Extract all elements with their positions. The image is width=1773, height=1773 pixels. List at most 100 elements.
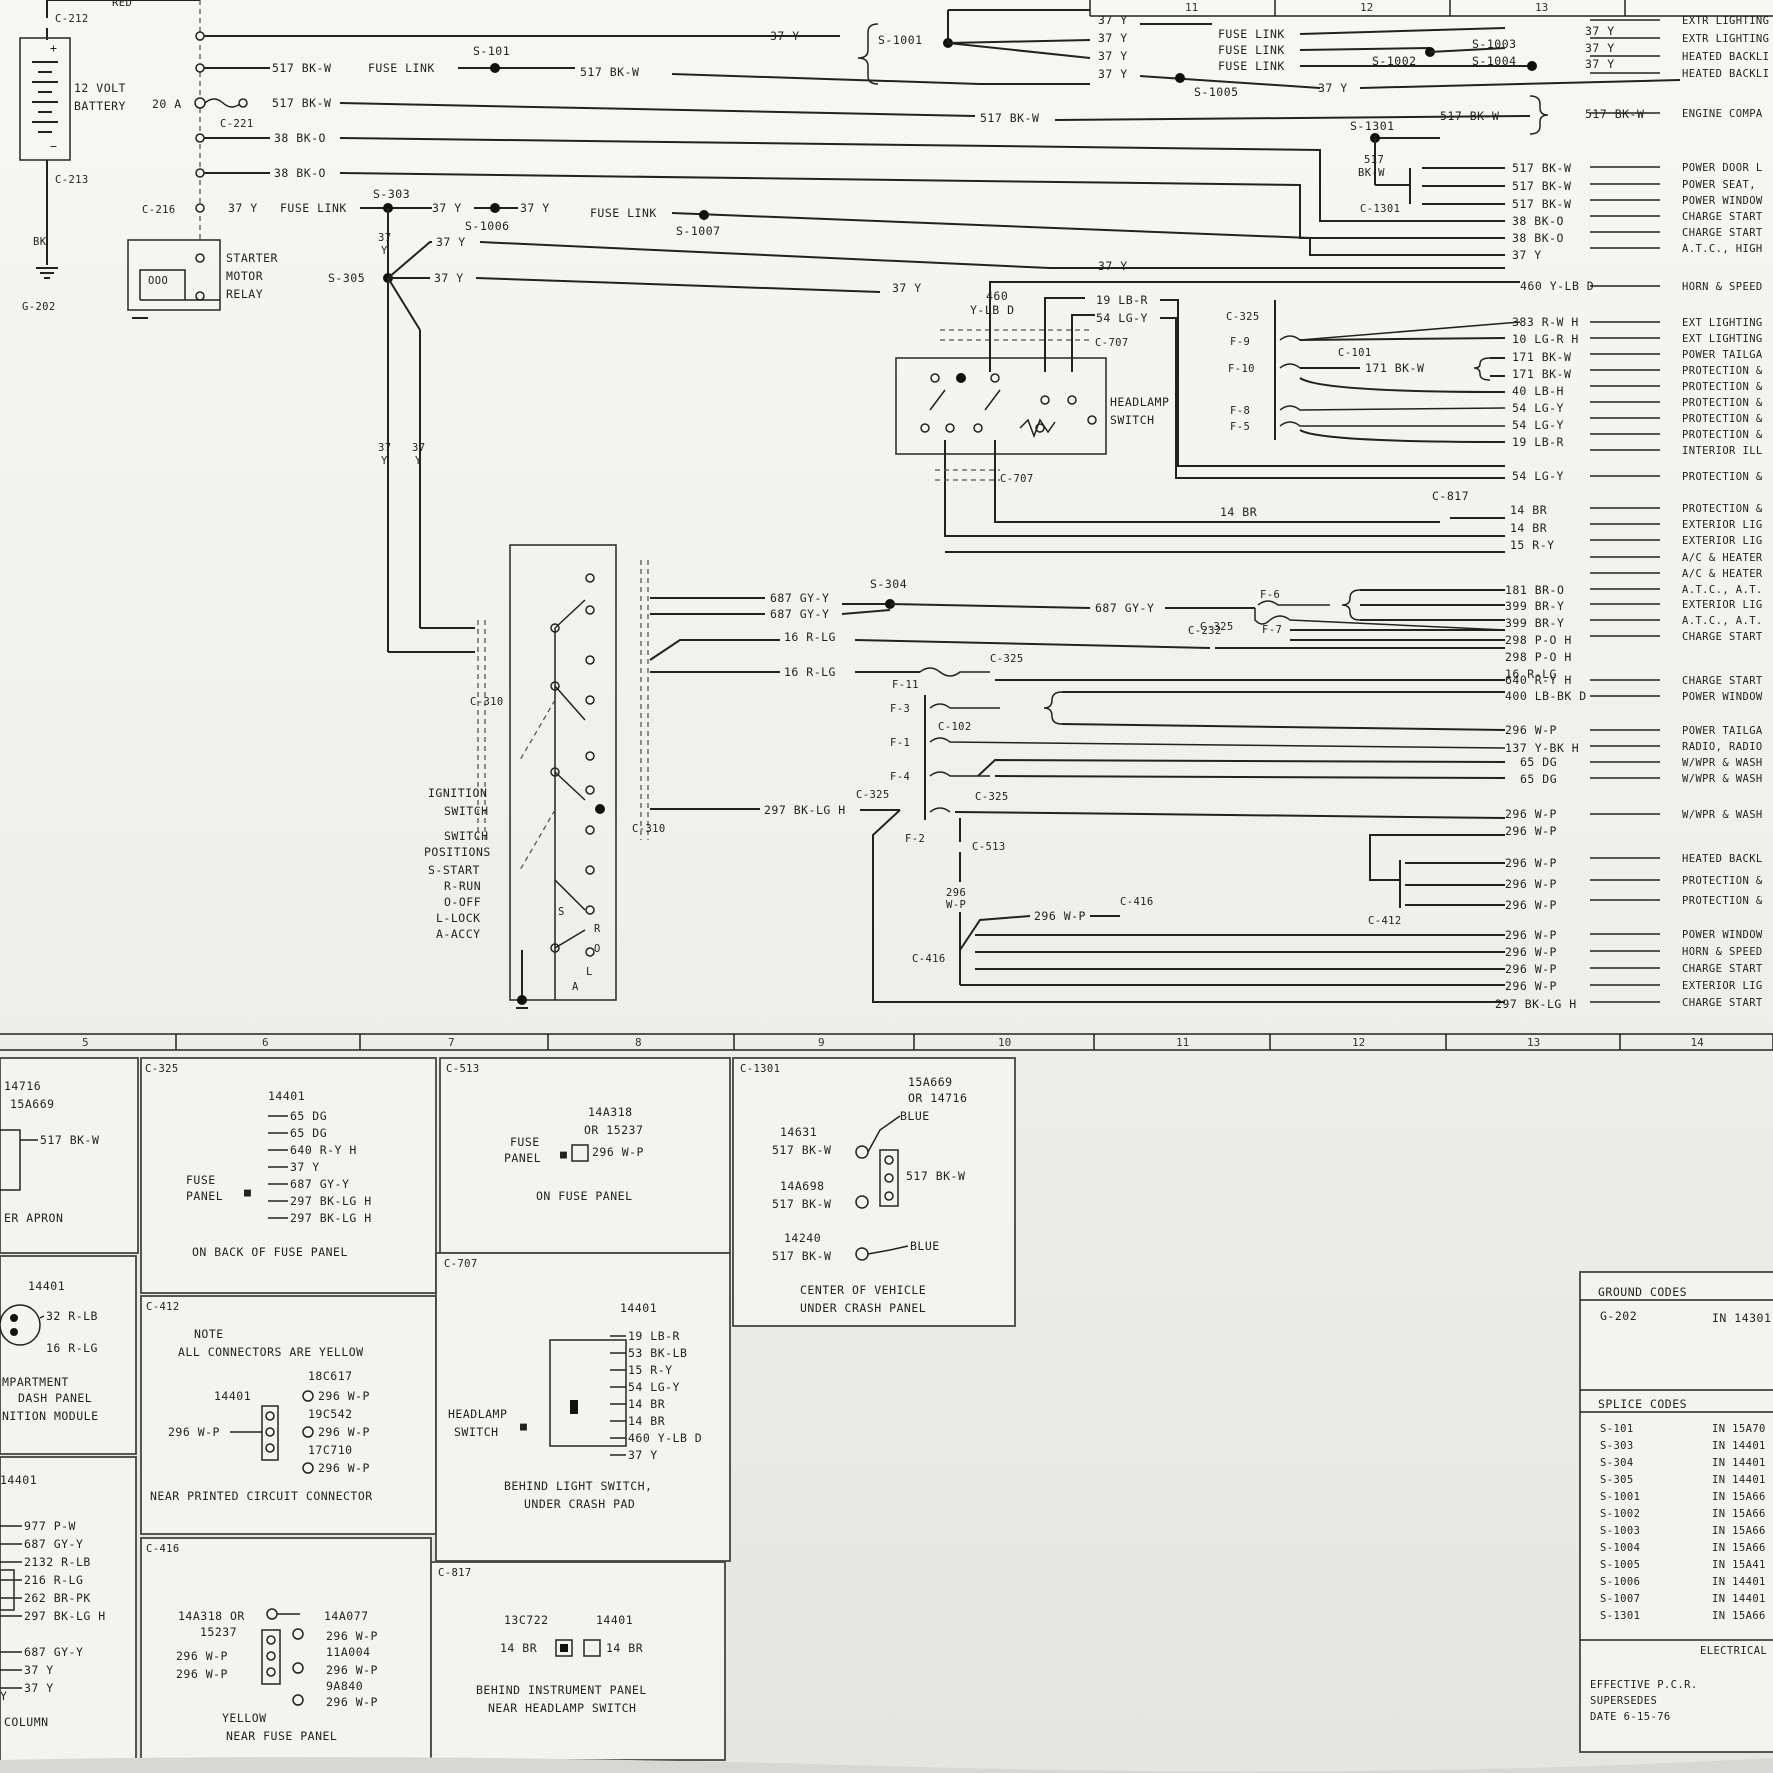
- main-feed-wires: 37 Y S-101 517 BK-W FUSE LINK 517 BK-W 2…: [142, 29, 1531, 653]
- svg-text:F-7: F-7: [1262, 624, 1282, 636]
- destination-label: HEATED BACKLI: [1682, 68, 1769, 80]
- c707-pin-wire: 14 BR: [628, 1397, 665, 1411]
- svg-text:54 LG-Y: 54 LG-Y: [1096, 311, 1148, 325]
- svg-text:296 W-P: 296 W-P: [1034, 909, 1086, 923]
- svg-text:37 Y: 37 Y: [1098, 67, 1128, 81]
- panel-col5: 14716 15A669 517 BK-W ER APRON 14401 32 …: [0, 1057, 139, 1762]
- svg-text:16 R-LG: 16 R-LG: [46, 1341, 98, 1355]
- svg-text:37 Y: 37 Y: [1585, 41, 1615, 55]
- destination-label: POWER SEAT,: [1682, 179, 1756, 191]
- svg-text:37 Y: 37 Y: [436, 235, 466, 249]
- svg-text:38 BK-O: 38 BK-O: [274, 131, 326, 145]
- wire-red-label: RED: [112, 0, 132, 9]
- splice-location: IN 15A66: [1712, 1491, 1766, 1503]
- svg-text:38 BK-O: 38 BK-O: [1512, 214, 1564, 228]
- battery-symbol: [19, 37, 71, 161]
- svg-text:383 R-W H: 383 R-W H: [1512, 315, 1579, 329]
- svg-text:S-START: S-START: [428, 863, 480, 877]
- svg-text:RELAY: RELAY: [226, 287, 263, 301]
- svg-text:14A318 OR: 14A318 OR: [178, 1609, 245, 1623]
- svg-text:S-1006: S-1006: [465, 219, 510, 233]
- c707-pin-wire: 15 R-Y: [628, 1363, 673, 1377]
- svg-text:C-513: C-513: [972, 841, 1006, 853]
- destination-label: POWER WINDOW: [1682, 195, 1763, 207]
- svg-text:ON FUSE PANEL: ON FUSE PANEL: [536, 1189, 633, 1203]
- svg-text:HEADLAMP: HEADLAMP: [448, 1407, 507, 1421]
- svg-text:C-310: C-310: [470, 696, 504, 708]
- c325-pin-wire: 640 R-Y H: [290, 1143, 357, 1157]
- svg-text:14 BR: 14 BR: [606, 1641, 643, 1655]
- svg-text:HEADLAMP: HEADLAMP: [1110, 395, 1169, 409]
- svg-text:296 W-P: 296 W-P: [1505, 807, 1557, 821]
- svg-text:NITION MODULE: NITION MODULE: [2, 1409, 99, 1423]
- svg-text:SWITCH: SWITCH: [454, 1425, 499, 1439]
- destination-label: PROTECTION &: [1682, 365, 1763, 377]
- svg-text:296 W-P: 296 W-P: [1505, 877, 1557, 891]
- svg-text:517 BK-W: 517 BK-W: [772, 1249, 831, 1263]
- svg-text:S-1005: S-1005: [1194, 85, 1239, 99]
- svg-text:F-3: F-3: [890, 703, 910, 715]
- svg-text:S-305: S-305: [328, 271, 365, 285]
- svg-text:C-325: C-325: [1226, 311, 1260, 323]
- svg-text:399 BR-Y: 399 BR-Y: [1505, 616, 1564, 630]
- svg-text:14401: 14401: [0, 1473, 37, 1487]
- destination-label: CHARGE START: [1682, 675, 1763, 687]
- svg-text:S: S: [558, 906, 565, 918]
- svg-text:S-1002: S-1002: [1372, 54, 1417, 68]
- column-pin-wire: 37 Y: [24, 1681, 54, 1695]
- svg-text:Y: Y: [415, 455, 422, 467]
- svg-text:9A840: 9A840: [326, 1679, 363, 1693]
- svg-text:37 Y: 37 Y: [1585, 24, 1615, 38]
- svg-text:C-707: C-707: [444, 1258, 478, 1270]
- svg-text:54 LG-Y: 54 LG-Y: [1512, 418, 1564, 432]
- svg-text:■: ■: [560, 1147, 567, 1161]
- splice-location: IN 14401: [1712, 1474, 1766, 1486]
- destination-label: PROTECTION &: [1682, 381, 1763, 393]
- splice-code: S-1301: [1600, 1610, 1640, 1622]
- destination-label: POWER DOOR L: [1682, 162, 1763, 174]
- svg-text:+: +: [50, 41, 57, 55]
- svg-text:■: ■: [244, 1185, 251, 1199]
- svg-text:15A669: 15A669: [908, 1075, 953, 1089]
- c325-pin-wire: 297 BK-LG H: [290, 1211, 372, 1225]
- panel-c707: C-707 14401 HEADLAMP SWITCH ■ 19 LB-R53 …: [435, 1252, 731, 1562]
- svg-text:400 LB-BK D: 400 LB-BK D: [1505, 689, 1587, 703]
- destination-label: PROTECTION &: [1682, 429, 1763, 441]
- svg-text:F-9: F-9: [1230, 336, 1250, 348]
- svg-text:37 Y: 37 Y: [432, 201, 462, 215]
- svg-text:296 W-P: 296 W-P: [1505, 856, 1557, 870]
- svg-text:13C722: 13C722: [504, 1613, 549, 1627]
- svg-text:SWITCH: SWITCH: [444, 829, 489, 843]
- c707-pin-wire: 53 BK-LB: [628, 1346, 687, 1360]
- svg-text:14631: 14631: [780, 1125, 817, 1139]
- splice-code: S-305: [1600, 1474, 1634, 1486]
- svg-text:17C710: 17C710: [308, 1443, 353, 1457]
- svg-text:517 BK-W: 517 BK-W: [906, 1169, 965, 1183]
- destination-label: PROTECTION &: [1682, 875, 1763, 887]
- svg-text:F-8: F-8: [1230, 405, 1250, 417]
- splice-location: IN 14401: [1712, 1576, 1766, 1588]
- svg-text:UNDER CRASH PAD: UNDER CRASH PAD: [524, 1497, 635, 1511]
- svg-text:517 BK-W: 517 BK-W: [1512, 197, 1571, 211]
- svg-text:G-202: G-202: [1600, 1309, 1637, 1323]
- svg-text:15237: 15237: [200, 1625, 237, 1639]
- svg-text:GROUND CODES: GROUND CODES: [1598, 1285, 1687, 1299]
- svg-text:16 R-LG: 16 R-LG: [784, 665, 836, 679]
- column-pin-wire: 262 BR-PK: [24, 1591, 91, 1605]
- column-11: 11: [1176, 1036, 1189, 1049]
- svg-text:C-707: C-707: [1095, 337, 1129, 349]
- svg-text:297 BK-LG H: 297 BK-LG H: [1495, 997, 1577, 1011]
- svg-text:296 W-P: 296 W-P: [1505, 723, 1557, 737]
- c212-label: C-212: [55, 13, 89, 25]
- column-pin-wire: 37 Y: [24, 1663, 54, 1677]
- destination-label: A.T.C., A.T.: [1682, 584, 1763, 596]
- svg-text:F-5: F-5: [1230, 421, 1250, 433]
- panel-c412: C-412 NOTE ALL CONNECTORS ARE YELLOW 18C…: [140, 1295, 437, 1535]
- svg-text:296 W-P: 296 W-P: [1505, 928, 1557, 942]
- column-pin-wire: 297 BK-LG H: [24, 1609, 106, 1623]
- svg-text:20 A: 20 A: [152, 97, 182, 111]
- column-5: 5: [82, 1036, 89, 1049]
- svg-text:R: R: [594, 923, 601, 935]
- svg-text:296 W-P: 296 W-P: [1505, 962, 1557, 976]
